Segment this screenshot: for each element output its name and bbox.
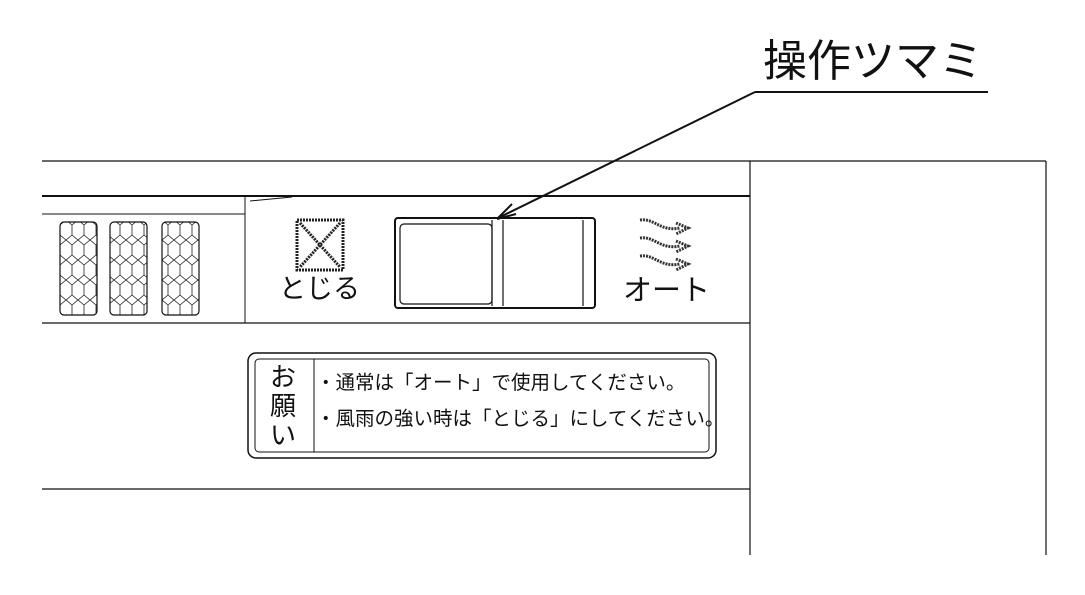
callout-label: 操作ツマミ <box>763 36 983 87</box>
x-box-icon <box>295 218 345 272</box>
auto-label: オート <box>623 273 711 307</box>
vent-grille <box>109 221 148 316</box>
airflow-arrows-icon <box>639 218 692 272</box>
notice-plate <box>247 352 717 459</box>
notice-line-2: ・風雨の強い時は「とじる」にしてください。 <box>316 407 725 430</box>
notice-title-char: お <box>270 363 297 393</box>
notice-title-char: 願 <box>270 392 297 422</box>
notice-title-char: い <box>270 421 297 451</box>
notice-line-1: ・通常は「オート」で使用してください。 <box>316 371 686 394</box>
vent-grilles <box>59 221 200 316</box>
operation-knob[interactable] <box>394 217 596 309</box>
vent-grille <box>59 221 98 316</box>
notice-title: お 願 い <box>270 364 296 451</box>
close-label: とじる <box>279 274 360 305</box>
callout-leader <box>496 91 988 220</box>
vent-grille <box>161 221 200 316</box>
